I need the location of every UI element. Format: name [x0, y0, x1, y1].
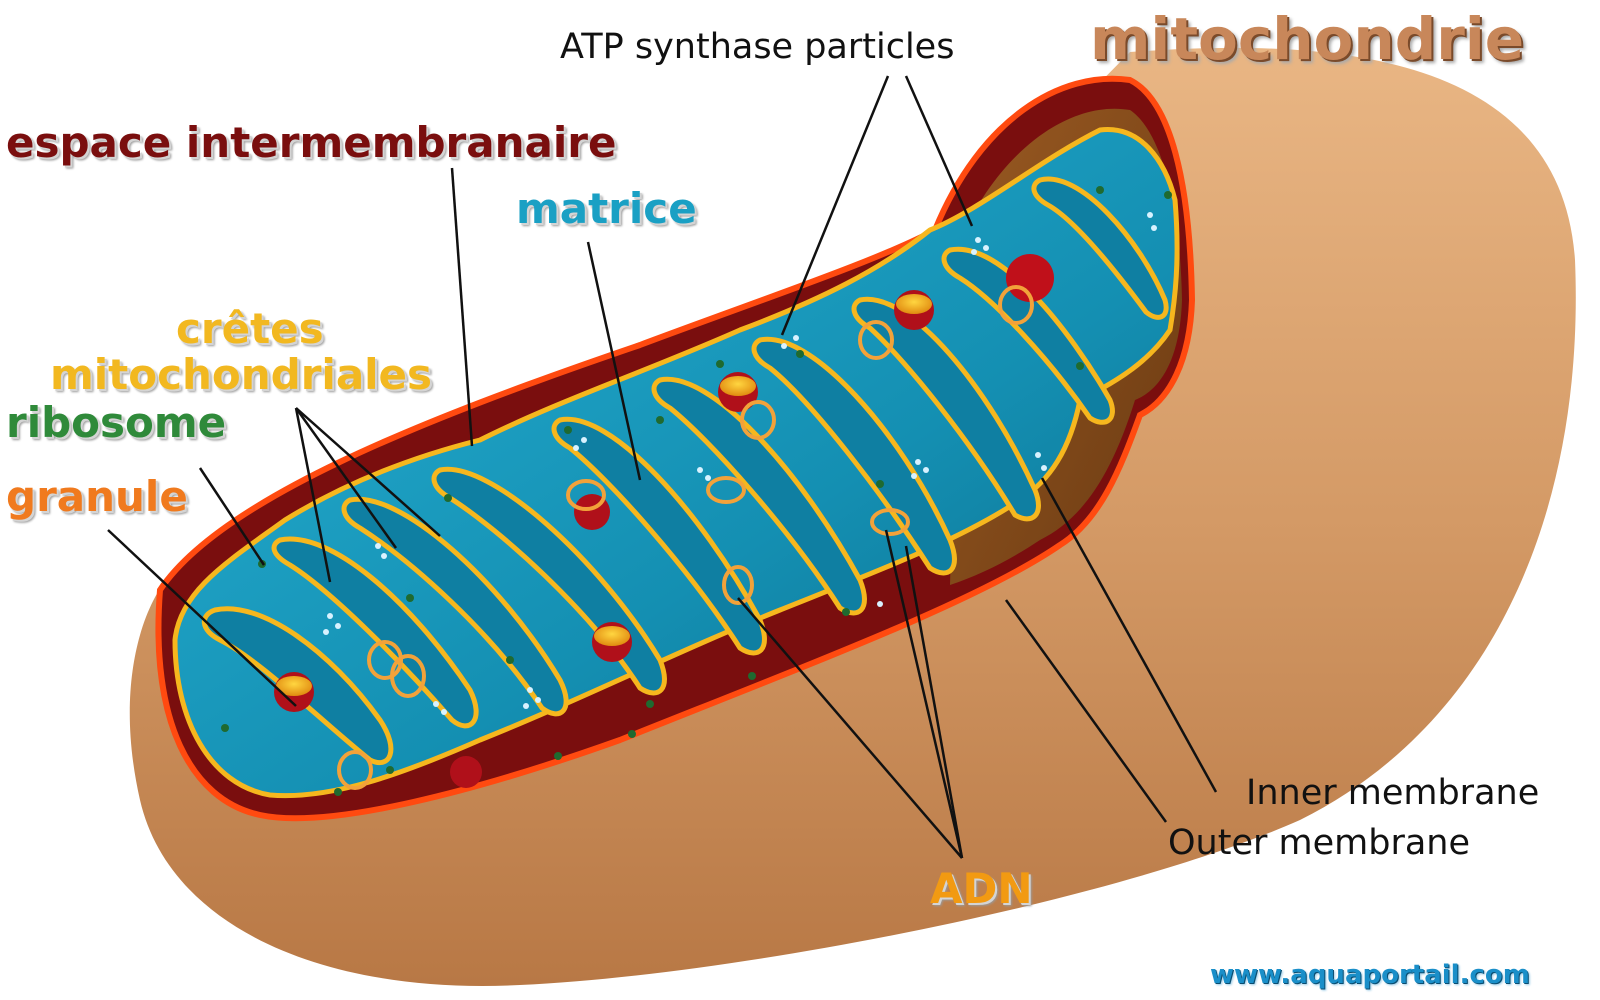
label-espace-intermembranaire: espace intermembranaire: [6, 118, 617, 167]
granules: [274, 254, 1054, 788]
label-outer-membrane: Outer membrane: [1168, 823, 1470, 863]
label-adn: ADN: [930, 864, 1033, 913]
label-inner-membrane: Inner membrane: [1246, 773, 1540, 813]
atp-synthase-dots: [323, 212, 1157, 715]
footer-url: www.aquaportail.com: [1210, 960, 1530, 990]
leader-lines: [107, 75, 1218, 859]
label-cretes-line1: crêtes: [176, 304, 324, 353]
ribosomes: [221, 186, 1172, 796]
diagram-title: mitochondrie: [1090, 5, 1525, 73]
dna-rings: [337, 285, 1034, 790]
label-ribosome: ribosome: [6, 398, 227, 447]
label-granule: granule: [6, 472, 188, 521]
label-atp-synthase: ATP synthase particles: [560, 27, 955, 67]
label-cretes-line2: mitochondriales: [50, 350, 433, 399]
label-matrice: matrice: [516, 184, 697, 233]
